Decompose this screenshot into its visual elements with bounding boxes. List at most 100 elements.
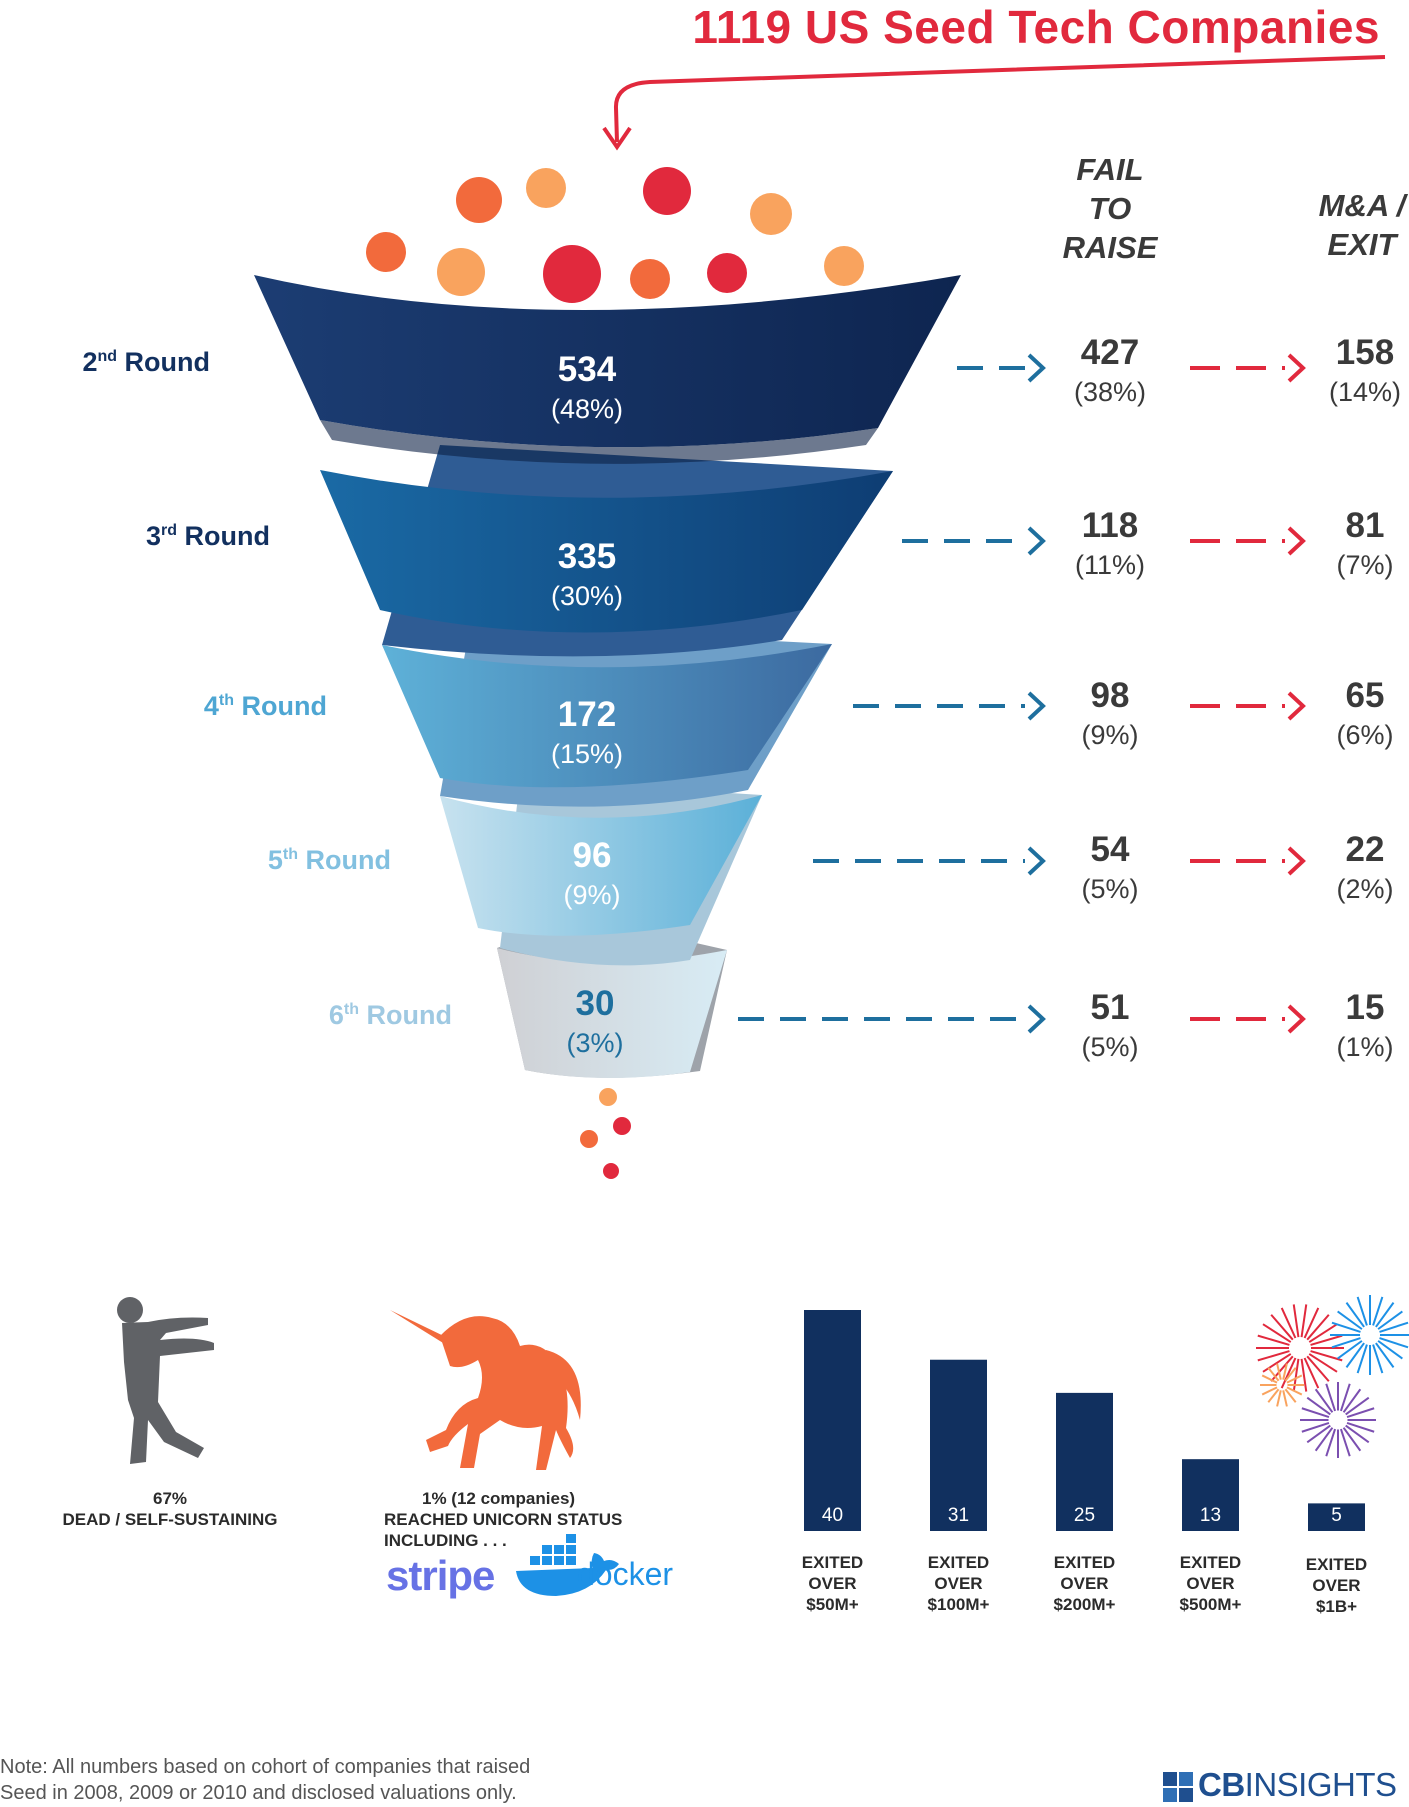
fail-value: 98 — [1090, 676, 1130, 715]
exit-arrow — [1190, 526, 1306, 556]
exit-value: 65 — [1345, 676, 1385, 715]
exit-bar-category: EXITED OVER $1B+ — [1305, 1555, 1368, 1616]
round-suffix: rd — [161, 522, 178, 539]
exit-header: M&A / EXIT — [1318, 188, 1406, 262]
funnel-band-5 — [440, 780, 762, 966]
exit-bar-value: 13 — [1200, 1505, 1221, 1526]
title-arrow — [602, 55, 1386, 151]
round-label-5: 5th Round — [131, 845, 391, 876]
round-label-4: 4th Round — [67, 691, 327, 722]
fail-arrow — [813, 846, 1046, 876]
exit-percent: (1%) — [1336, 1032, 1394, 1062]
dead-stat: 67% DEAD / SELF-SUSTAINING — [40, 1488, 300, 1530]
round-suffix: nd — [97, 348, 118, 365]
round-word: Round — [117, 347, 210, 377]
dead-label: DEAD / SELF-SUSTAINING — [62, 1510, 278, 1529]
docker-logo: docker — [577, 1556, 674, 1592]
funnel-band-3 — [320, 445, 893, 657]
exit-bar — [1056, 1392, 1113, 1531]
funnel-percent: (15%) — [550, 739, 624, 769]
fail-value: 51 — [1090, 988, 1130, 1027]
fail-to-raise-header: FAIL TO RAISE — [1062, 152, 1158, 265]
fail-arrow — [902, 526, 1046, 556]
unicorn-icon — [390, 1310, 581, 1470]
exit-arrow — [1190, 846, 1306, 876]
round-suffix: th — [343, 1001, 360, 1018]
round-label-3: 3rd Round — [10, 521, 270, 552]
round-suffix: th — [282, 846, 299, 863]
funnel-value: 172 — [557, 695, 617, 734]
round-ordinal: 5 — [267, 845, 283, 875]
exit-value: 158 — [1335, 333, 1395, 372]
exit-arrow — [1190, 691, 1306, 721]
round-word: Round — [359, 1000, 452, 1030]
fail-value: 118 — [1081, 506, 1139, 545]
fail-arrow — [853, 691, 1046, 721]
exit-bar-category: EXITED OVER $100M+ — [927, 1553, 990, 1614]
cb-insights-logo: CBINSIGHTS — [1198, 1766, 1397, 1804]
unicorn-stat: 1% (12 companies) REACHED UNICORN STATUS… — [384, 1488, 684, 1551]
dead-pct: 67% — [152, 1489, 188, 1508]
exit-bar — [804, 1310, 861, 1531]
footnote-line-2: Seed in 2008, 2009 or 2010 and disclosed… — [0, 1782, 517, 1804]
footnote-line-1: Note: All numbers based on cohort of com… — [0, 1756, 531, 1778]
funnel-band-2 — [254, 275, 961, 464]
fail-percent: (5%) — [1081, 874, 1139, 904]
fail-arrow — [957, 353, 1046, 383]
company-dots-bottom — [580, 1088, 631, 1179]
round-label-6: 6th Round — [192, 1000, 452, 1031]
fail-percent: (11%) — [1074, 550, 1146, 580]
exit-bar-value: 25 — [1074, 1505, 1095, 1526]
unicorn-label: REACHED UNICORN STATUS — [384, 1510, 623, 1529]
exit-value: 22 — [1345, 830, 1385, 869]
stripe-logo: stripe — [386, 1552, 495, 1599]
exit-percent: (6%) — [1336, 720, 1394, 750]
unicorn-including: INCLUDING . . . — [384, 1531, 507, 1550]
exit-bar-category: EXITED OVER $50M+ — [801, 1553, 864, 1614]
fireworks-icon — [1256, 1295, 1409, 1458]
funnel-value: 335 — [557, 537, 617, 576]
round-ordinal: 4 — [203, 691, 219, 721]
exit-arrow — [1190, 353, 1306, 383]
fail-arrow — [738, 1004, 1046, 1034]
round-word: Round — [234, 691, 327, 721]
funnel-value: 30 — [575, 984, 615, 1023]
exit-value: 15 — [1345, 988, 1385, 1027]
fail-percent: (38%) — [1073, 377, 1147, 407]
exit-bar-category: EXITED OVER $200M+ — [1053, 1553, 1116, 1614]
exit-bar-value: 5 — [1331, 1505, 1342, 1526]
round-word: Round — [298, 845, 391, 875]
funnel-value: 96 — [572, 836, 612, 875]
exit-percent: (14%) — [1328, 377, 1402, 407]
exit-percent: (7%) — [1336, 550, 1394, 580]
funnel-value: 534 — [557, 350, 617, 389]
funnel-percent: (3%) — [566, 1028, 624, 1058]
cb-logo-icon — [1163, 1772, 1193, 1802]
exit-bar-value: 40 — [822, 1505, 843, 1526]
exit-value: 81 — [1345, 506, 1385, 545]
exit-bar — [1308, 1503, 1365, 1531]
round-word: Round — [177, 521, 270, 551]
exit-bar — [930, 1359, 987, 1531]
funnel-percent: (9%) — [563, 880, 621, 910]
docker-whale-icon — [516, 1534, 619, 1596]
exit-bar — [1182, 1459, 1239, 1531]
round-ordinal: 3 — [145, 521, 162, 551]
fail-value: 54 — [1090, 830, 1130, 869]
exit-percent: (2%) — [1336, 874, 1394, 904]
round-label-2: 2nd Round — [0, 347, 210, 378]
funnel-percent: (48%) — [550, 394, 624, 424]
footnote: Note: All numbers based on cohort of com… — [0, 1754, 700, 1806]
company-dots-top — [366, 167, 864, 303]
exit-arrow — [1190, 1004, 1306, 1034]
round-ordinal: 6 — [328, 1000, 344, 1030]
unicorn-pct: 1% (12 companies) — [422, 1489, 576, 1508]
funnel-percent: (30%) — [550, 581, 624, 611]
fail-value: 427 — [1080, 333, 1140, 372]
fail-percent: (9%) — [1081, 720, 1139, 750]
cb-logo-light: INSIGHTS — [1244, 1766, 1397, 1803]
cb-logo-bold: CB — [1198, 1766, 1245, 1803]
